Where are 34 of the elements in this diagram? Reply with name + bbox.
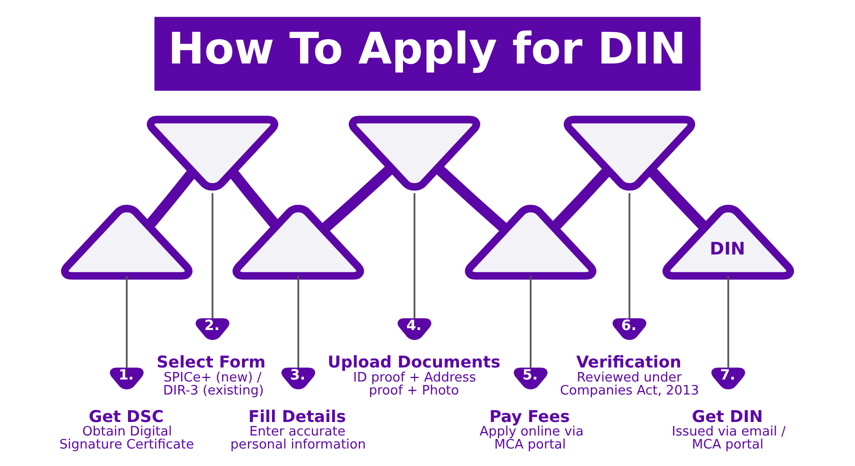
node-label: Issued via email / MCA portal [672,424,786,453]
node-label: Pay Fees [489,406,570,426]
node-label: Obtain Digital Signature Certificate [59,424,194,453]
connector [530,276,532,368]
node-label: Get DIN [692,406,763,426]
node-triangle [146,116,278,191]
node-label: Get DSC [88,406,164,426]
connector [297,276,300,368]
node-label: Enter accurate personal information [230,424,366,453]
connector [212,193,214,319]
node-triangle [232,204,364,280]
node-label: Fill Details [248,406,346,426]
node-label: ID proof + Address proof + Photo [353,370,476,398]
node-triangle [348,116,480,191]
connector [628,193,630,319]
node-label: Verification [576,352,682,372]
connector [228,168,280,230]
node-label: SPICe+ (new) / DIR-3 (existing) [163,370,264,398]
connector [144,168,198,230]
node-triangle [464,204,596,280]
connector [550,166,612,232]
connector [414,193,416,319]
diagram-title: How To Apply for DIN [168,24,686,75]
connector [646,166,709,232]
connector [320,164,395,234]
node-label: Upload Documents [328,352,500,372]
connector [434,164,509,234]
node-label: Apply online via MCA portal [480,424,584,453]
node-triangle [61,204,192,280]
connector [727,276,730,368]
node-triangle [564,116,696,191]
connector [126,276,128,368]
node-label: Select Form [156,352,266,372]
node-label: Reviewed under Companies Act, 2013 [560,370,700,398]
